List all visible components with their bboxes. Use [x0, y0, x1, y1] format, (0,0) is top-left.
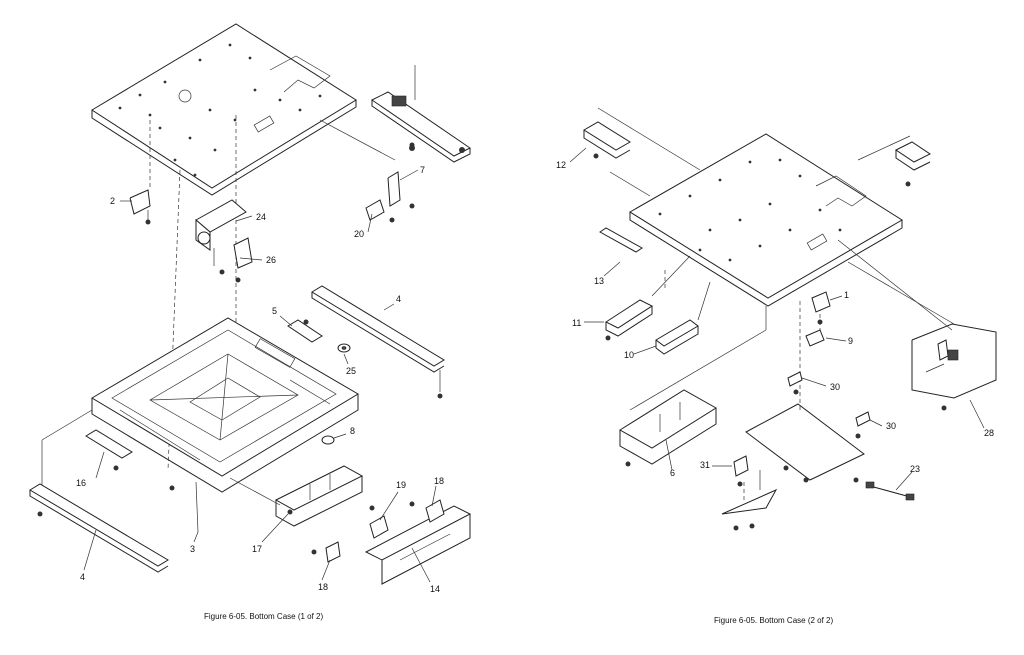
part-6	[619, 306, 767, 467]
callout-right-8: 30	[886, 421, 896, 431]
callout-left-3: 26	[266, 255, 276, 265]
callout-left-7: 25	[346, 366, 356, 376]
leader-lines-left	[83, 169, 437, 583]
base-tray	[91, 317, 359, 493]
callout-left-14: 18	[434, 476, 444, 486]
part-1	[811, 291, 831, 325]
bracket-19	[369, 515, 389, 539]
callouts-right: 12 13 11 10 1 9 30 30 31 6 28 23	[556, 160, 994, 478]
callout-left-5: 7	[420, 165, 425, 175]
top-plate-right	[629, 133, 903, 307]
callout-left-2: 24	[256, 212, 266, 222]
bracket-2	[129, 189, 151, 225]
bracket-14	[364, 501, 472, 585]
part-20	[365, 199, 395, 223]
bar-13	[599, 227, 666, 290]
rail-assembly-top-left	[371, 65, 471, 163]
rail-4-upper	[311, 285, 445, 399]
bracket-18b	[311, 541, 341, 563]
callout-left-11: 3	[190, 544, 195, 554]
callout-right-12: 23	[910, 464, 920, 474]
callout-left-17: 4	[80, 572, 85, 582]
part-10	[655, 281, 711, 355]
callout-left-13: 19	[396, 480, 406, 490]
callout-right-4: 10	[624, 350, 634, 360]
callout-right-11: 28	[984, 428, 994, 438]
washer-8	[321, 435, 335, 445]
bracket-26	[233, 237, 253, 283]
callout-right-2: 13	[594, 276, 604, 286]
callout-left-6: 5	[272, 306, 277, 316]
callout-left-1: 2	[110, 196, 115, 206]
part-11	[604, 255, 691, 341]
right-diagram	[583, 107, 997, 531]
callout-left-15: 18	[318, 582, 328, 592]
part-31	[733, 455, 749, 487]
callout-right-3: 11	[572, 318, 581, 328]
callout-left-4: 20	[354, 229, 364, 239]
callouts-left: 2 24 26 20 7 5 25 4 16 8 3 17 19 18 18 1…	[76, 165, 444, 594]
callout-left-12: 17	[252, 544, 262, 554]
callout-left-10: 8	[350, 426, 355, 436]
callout-left-8: 4	[396, 294, 401, 304]
motor-24	[195, 199, 247, 275]
bottom-plate-right	[745, 300, 865, 483]
bracket-top-right	[857, 135, 931, 187]
callout-left-9: 16	[76, 478, 86, 488]
bar-16	[41, 409, 133, 488]
figure-caption-left: Figure 6-05. Bottom Case (1 of 2)	[204, 612, 324, 621]
nut-25	[337, 343, 351, 353]
left-diagram	[29, 23, 472, 585]
bracket-12	[583, 107, 701, 197]
part-7	[387, 142, 415, 209]
figure-caption-right: Figure 6-05. Bottom Case (2 of 2)	[714, 616, 834, 625]
callout-right-10: 6	[670, 468, 675, 478]
callout-right-1: 12	[556, 160, 566, 170]
plate-triangle	[721, 470, 778, 531]
part-9	[805, 329, 825, 347]
leader-lines-right	[569, 147, 985, 491]
cable-23	[865, 481, 915, 501]
rail-4-lower	[29, 483, 169, 573]
callout-right-9: 31	[700, 460, 710, 470]
callout-right-7: 30	[830, 382, 840, 392]
part-30b	[855, 411, 871, 439]
callout-right-5: 1	[844, 290, 849, 300]
assembly-28	[837, 239, 997, 411]
callout-right-6: 9	[848, 336, 853, 346]
callout-left-16: 14	[430, 584, 440, 594]
part-30a	[787, 371, 803, 387]
bracket-18a	[425, 499, 445, 523]
part-5	[287, 319, 323, 343]
top-plate-left	[91, 23, 357, 196]
part-17	[274, 465, 364, 527]
